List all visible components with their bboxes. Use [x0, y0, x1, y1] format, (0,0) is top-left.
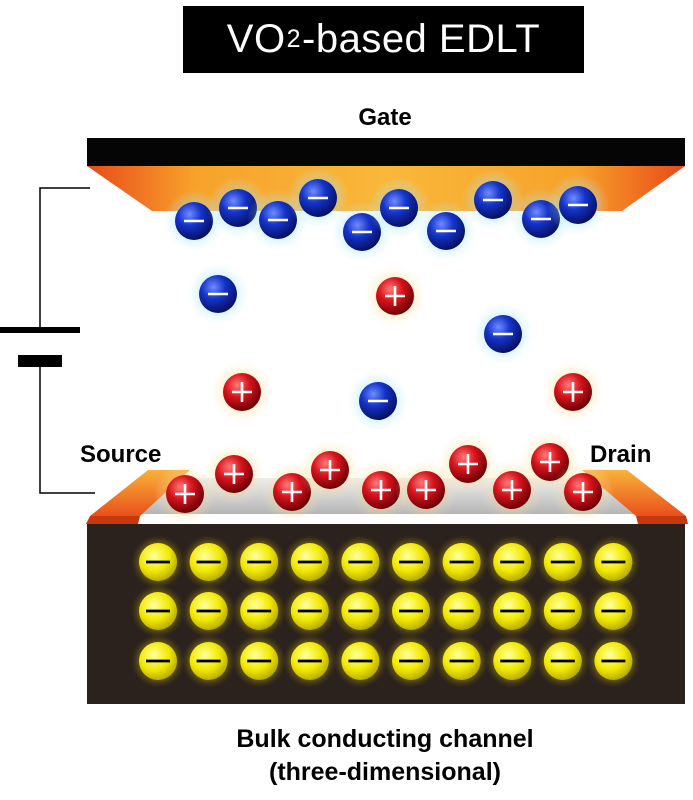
- caption-line-1: Bulk conducting channel: [236, 725, 534, 753]
- electron-icon: [131, 634, 185, 688]
- battery-icon: [0, 327, 80, 367]
- electron-icon: [434, 634, 489, 688]
- cation-icon: [350, 459, 412, 521]
- electron-icon: [535, 634, 590, 688]
- electron-icon: [333, 634, 388, 688]
- anion-icon: [462, 169, 524, 231]
- electron-icon: [232, 584, 287, 638]
- electron-icon: [384, 535, 438, 589]
- anion-icon: [347, 370, 409, 432]
- electron-icon: [282, 584, 337, 638]
- electron-icon: [384, 584, 438, 638]
- title-suffix: -based EDLT: [302, 17, 541, 61]
- electron-icon: [586, 634, 641, 688]
- drain-electrode-edge: [636, 516, 688, 524]
- electron-icon: [131, 584, 185, 638]
- electron-icon: [282, 634, 337, 688]
- electron-icon: [181, 535, 236, 589]
- electron-icon: [434, 535, 489, 589]
- caption-line-2: (three-dimensional): [269, 758, 501, 786]
- anion-icon: [368, 177, 430, 239]
- electron-icon: [485, 584, 540, 638]
- cation-icon: [542, 361, 604, 423]
- circuit-wire: [39, 187, 95, 494]
- cation-icon: [154, 463, 216, 525]
- channel-charge-group: [131, 535, 641, 688]
- electron-icon: [333, 584, 388, 638]
- title-subscript: 2: [286, 25, 301, 53]
- source-electrode-edge: [86, 516, 140, 524]
- electron-icon: [282, 535, 337, 589]
- cation-icon: [364, 265, 426, 327]
- cation-icon: [552, 461, 614, 523]
- cation-icon: [299, 439, 361, 501]
- electron-icon: [586, 584, 641, 638]
- electron-icon: [434, 584, 489, 638]
- electron-icon: [586, 535, 641, 589]
- gate-label: Gate: [358, 104, 412, 131]
- anion-icon: [415, 200, 477, 262]
- electron-icon: [535, 584, 590, 638]
- electron-icon: [485, 535, 540, 589]
- electron-icon: [535, 535, 590, 589]
- ion-group: [154, 167, 614, 525]
- anion-icon: [287, 167, 349, 229]
- drain-label: Drain: [590, 441, 652, 468]
- electron-icon: [232, 535, 287, 589]
- electron-icon: [333, 535, 388, 589]
- cation-icon: [203, 443, 265, 505]
- electron-icon: [131, 535, 185, 589]
- source-label: Source: [80, 441, 162, 468]
- electron-icon: [181, 634, 236, 688]
- anion-icon: [187, 263, 249, 325]
- gate-electrode-top: [87, 138, 685, 166]
- electron-icon: [384, 634, 438, 688]
- anion-icon: [547, 174, 609, 236]
- title-prefix: VO: [226, 17, 286, 61]
- anion-icon: [472, 303, 534, 365]
- electron-icon: [181, 584, 236, 638]
- electron-icon: [485, 634, 540, 688]
- electron-icon: [232, 634, 287, 688]
- cation-icon: [211, 361, 273, 423]
